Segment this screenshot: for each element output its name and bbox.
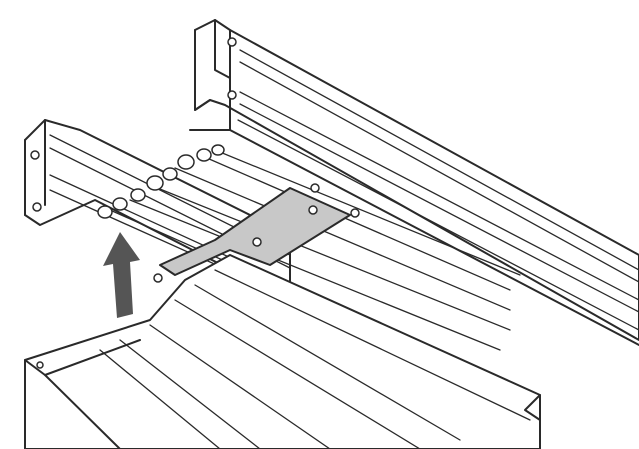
- rods: [97, 144, 521, 371]
- up-arrow-icon: [103, 232, 140, 318]
- lower-rail: [24, 254, 541, 449]
- upper-rail: [189, 19, 639, 346]
- mounting-plate: [153, 183, 360, 283]
